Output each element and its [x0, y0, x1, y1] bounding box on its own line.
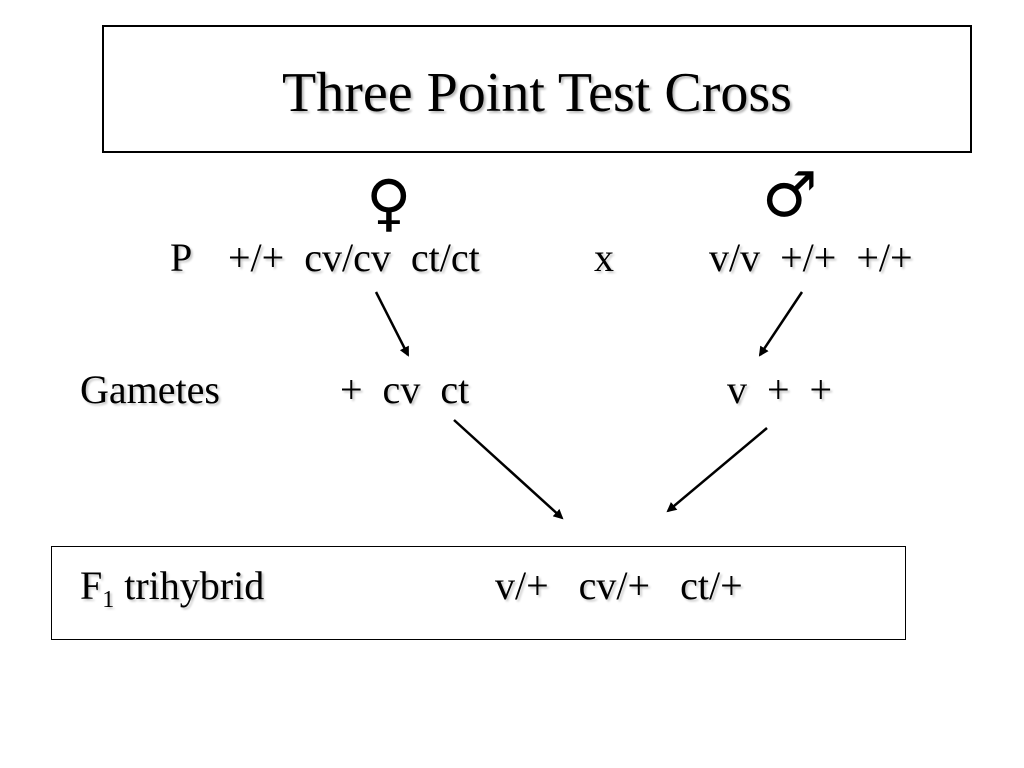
gametes-label: Gametes [80, 367, 220, 412]
f1-label-main: F [80, 563, 103, 608]
f1-label: F1 trihybrid [80, 564, 264, 622]
slide-title: Three Point Test Cross [282, 62, 792, 124]
female-parent-genotype: +/+ cv/cv ct/ct [228, 235, 480, 280]
arrow-male-gamete-to-f1 [666, 427, 768, 513]
male-gamete-genotype: v + + [727, 367, 833, 412]
cross-sign: x [594, 235, 614, 280]
f1-box [51, 546, 906, 640]
title-box: Three Point Test Cross [102, 25, 972, 153]
f1-label-rest: trihybrid [114, 563, 265, 608]
arrow-male-to-gamete [758, 291, 804, 357]
parental-label: P [170, 235, 193, 280]
arrow-female-gamete-to-f1 [453, 419, 564, 520]
male-parent-genotype: v/v +/+ +/+ [709, 235, 913, 280]
f1-label-subscript: 1 [102, 587, 115, 613]
female-symbol-icon: ♀ [366, 166, 412, 239]
arrow-female-to-gamete [374, 291, 410, 357]
male-symbol-icon: ♂ [762, 158, 818, 231]
female-gamete-genotype: + cv ct [340, 367, 470, 412]
f1-genotype: v/+ cv/+ ct/+ [495, 563, 743, 608]
